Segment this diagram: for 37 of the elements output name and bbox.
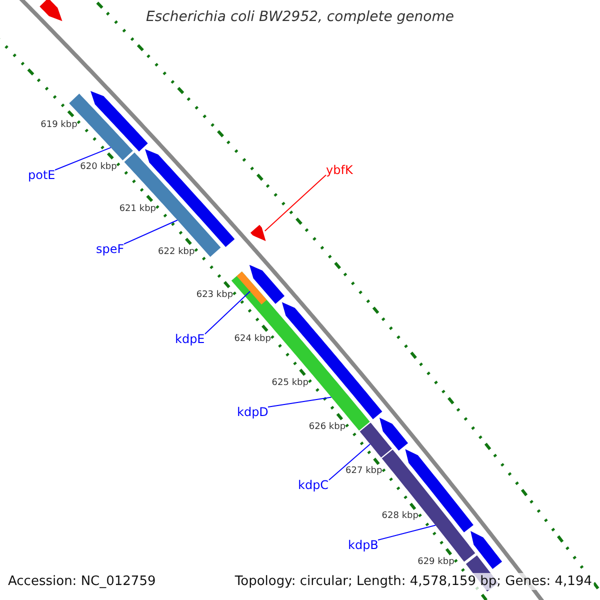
gene-segment [40, 0, 62, 22]
tick-label: 626 kbp [308, 422, 346, 432]
tick-label: 623 kbp [196, 290, 234, 300]
gene-label: kdpE [175, 332, 205, 346]
gene-label: kdpB [348, 538, 378, 552]
tick-label: 619 kbp [40, 120, 78, 130]
tick-label: 627 kbp [346, 466, 382, 476]
leader-line [264, 174, 326, 232]
genome-info-text: Topology: circular; Length: 4,578,159 bp; Genes: 4,194 [232, 573, 594, 590]
leader-line [378, 524, 436, 540]
gene-segment [360, 422, 392, 458]
tick-label: 621 kbp [119, 204, 156, 214]
leader-line [328, 444, 371, 480]
tick-label: 629 kbp [418, 556, 454, 567]
gene-label: speF [96, 242, 124, 256]
gene-segment [231, 271, 370, 431]
tick-label: 622 kbp [158, 247, 195, 258]
leader-line [124, 220, 178, 244]
gene-label: kdpC [298, 478, 329, 492]
gene-segment [379, 418, 408, 451]
gene-segment [249, 264, 285, 304]
gene-label: kdpD [237, 405, 268, 419]
gene-segment [250, 224, 266, 242]
leader-line [268, 396, 332, 408]
gene-segment [470, 530, 502, 570]
gene-segment [236, 271, 267, 304]
tick-label: 620 kbp [80, 162, 117, 172]
tick-label: 625 kbp [272, 378, 308, 388]
gene-label: potE [28, 168, 56, 182]
title: Escherichia coli BW2952, complete genome [146, 9, 454, 25]
leader-line [54, 147, 112, 170]
accession-text: Accession: NC_012759 [6, 573, 158, 590]
tick-label: 628 kbp [382, 511, 418, 522]
tick-label: 624 kbp [234, 334, 271, 344]
gene-label: ybfK [326, 163, 353, 177]
gene-segment [90, 90, 148, 152]
leader-line [204, 290, 251, 334]
